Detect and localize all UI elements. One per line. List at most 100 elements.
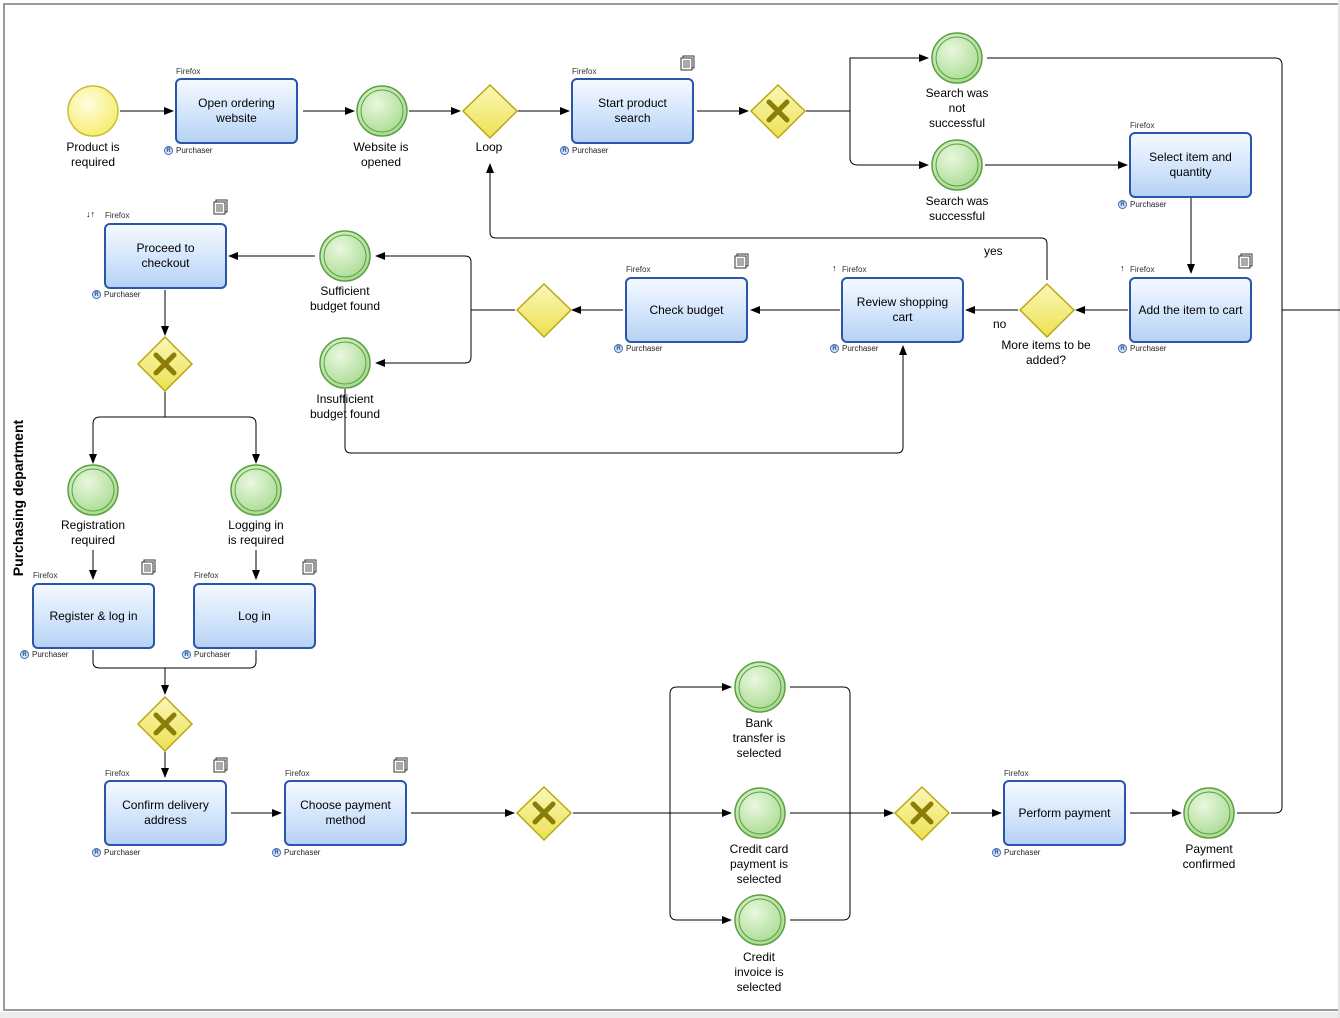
role-icon: R [164,146,173,155]
start-event[interactable] [67,85,119,137]
arrow-up-icon: ↑ [832,263,837,273]
task-start-product-search[interactable]: Start product search [571,78,694,144]
system-label: Firefox [176,67,201,76]
flow-xor5-invoice [669,912,732,924]
event-website-opened[interactable] [356,85,408,137]
flow-xor5-split [573,694,671,913]
flow-notsuccess-to-right [987,57,1283,814]
event-sufficient-budget[interactable] [319,230,371,282]
task-log-in[interactable]: Log in [193,583,316,649]
label-search-not-successful: Search was not successful [925,86,989,130]
xor-mark-icon [153,352,177,376]
flow-xor1-successful [849,111,929,169]
event-insufficient-budget[interactable] [319,337,371,389]
task-register-and-log-in[interactable]: Register & log in [32,583,155,649]
task-add-item-to-cart[interactable]: Add the item to cart [1129,277,1252,343]
label-login-required: Logging in is required [227,518,285,547]
role-name: Purchaser [1004,848,1041,857]
role-icon: R [182,650,191,659]
event-login-required[interactable] [230,464,282,516]
system-label: Firefox [842,265,867,274]
role-icon: R [20,650,29,659]
role-name: Purchaser [104,290,141,299]
role-icon: R [614,344,623,353]
xor-mark-icon [910,801,934,825]
event-credit-card[interactable] [734,787,786,839]
event-credit-invoice[interactable] [734,894,786,946]
flow-label-yes: yes [984,244,1003,258]
role-name: Purchaser [32,650,69,659]
label-start-event: Product is required [66,140,120,169]
document-icon[interactable] [139,559,157,575]
system-label: Firefox [1130,121,1155,130]
system-label: Firefox [572,67,597,76]
task-proceed-to-checkout[interactable]: Proceed to checkout [104,223,227,289]
task-perform-payment[interactable]: Perform payment [1003,780,1126,846]
canvas-right-edge [1338,0,1340,1018]
document-icon[interactable] [678,55,696,71]
task-review-shopping-cart[interactable]: Review shopping cart [841,277,964,343]
pool-border [3,3,1340,1011]
task-open-ordering-website[interactable]: Open ordering website [175,78,298,144]
label-credit-card: Credit card payment is selected [729,842,789,886]
label-more-items-gateway: More items to be added? [1001,338,1091,367]
flow-bank-join [790,686,851,921]
system-label: Firefox [1130,265,1155,274]
document-icon[interactable] [211,757,229,773]
gateway-more-items[interactable] [1018,282,1076,339]
role-icon: R [1118,344,1127,353]
arrow-up-icon: ↑ [1120,263,1125,273]
flow-insufficient-to-review [344,345,907,454]
xor-mark-icon [153,712,177,736]
role-icon: R [92,848,101,857]
flow-xor3-registration [89,416,101,464]
gateway-loop[interactable] [461,83,519,140]
label-website-opened: Website is opened [353,140,409,169]
flow-xor3-login [248,416,260,464]
canvas-bottom-strip [0,1012,1340,1018]
document-icon[interactable] [211,199,229,215]
document-icon[interactable] [1236,253,1254,269]
event-registration-required[interactable] [67,464,119,516]
role-name: Purchaser [104,848,141,857]
document-icon[interactable] [391,757,409,773]
flow-xor5-bank [669,683,732,695]
label-registration-required: Registration required [60,518,126,547]
event-search-successful[interactable] [931,139,983,191]
label-credit-invoice: Credit invoice is selected [734,950,784,994]
event-search-not-successful[interactable] [931,32,983,84]
system-label: Firefox [105,211,130,220]
task-select-item-and-quantity[interactable]: Select item and quantity [1129,132,1252,198]
system-label: Firefox [105,769,130,778]
task-check-budget[interactable]: Check budget [625,277,748,343]
flow-label-no: no [993,317,1007,331]
task-confirm-delivery-address[interactable]: Confirm delivery address [104,780,227,846]
role-icon: R [992,848,1001,857]
event-bank-transfer[interactable] [734,661,786,713]
role-name: Purchaser [842,344,879,353]
document-icon[interactable] [732,253,750,269]
gateway-budget[interactable] [515,282,573,339]
flow-xor1-split [806,57,928,112]
flow-more-yes-to-loop [486,163,1048,280]
document-icon[interactable] [300,559,318,575]
task-choose-payment-method[interactable]: Choose payment method [284,780,407,846]
role-name: Purchaser [1130,200,1167,209]
system-label: Firefox [1004,769,1029,778]
role-icon: R [560,146,569,155]
system-label: Firefox [194,571,219,580]
role-name: Purchaser [176,146,213,155]
arrow-down-up-icon: ↓↑ [86,209,95,219]
event-payment-confirmed[interactable] [1183,787,1235,839]
